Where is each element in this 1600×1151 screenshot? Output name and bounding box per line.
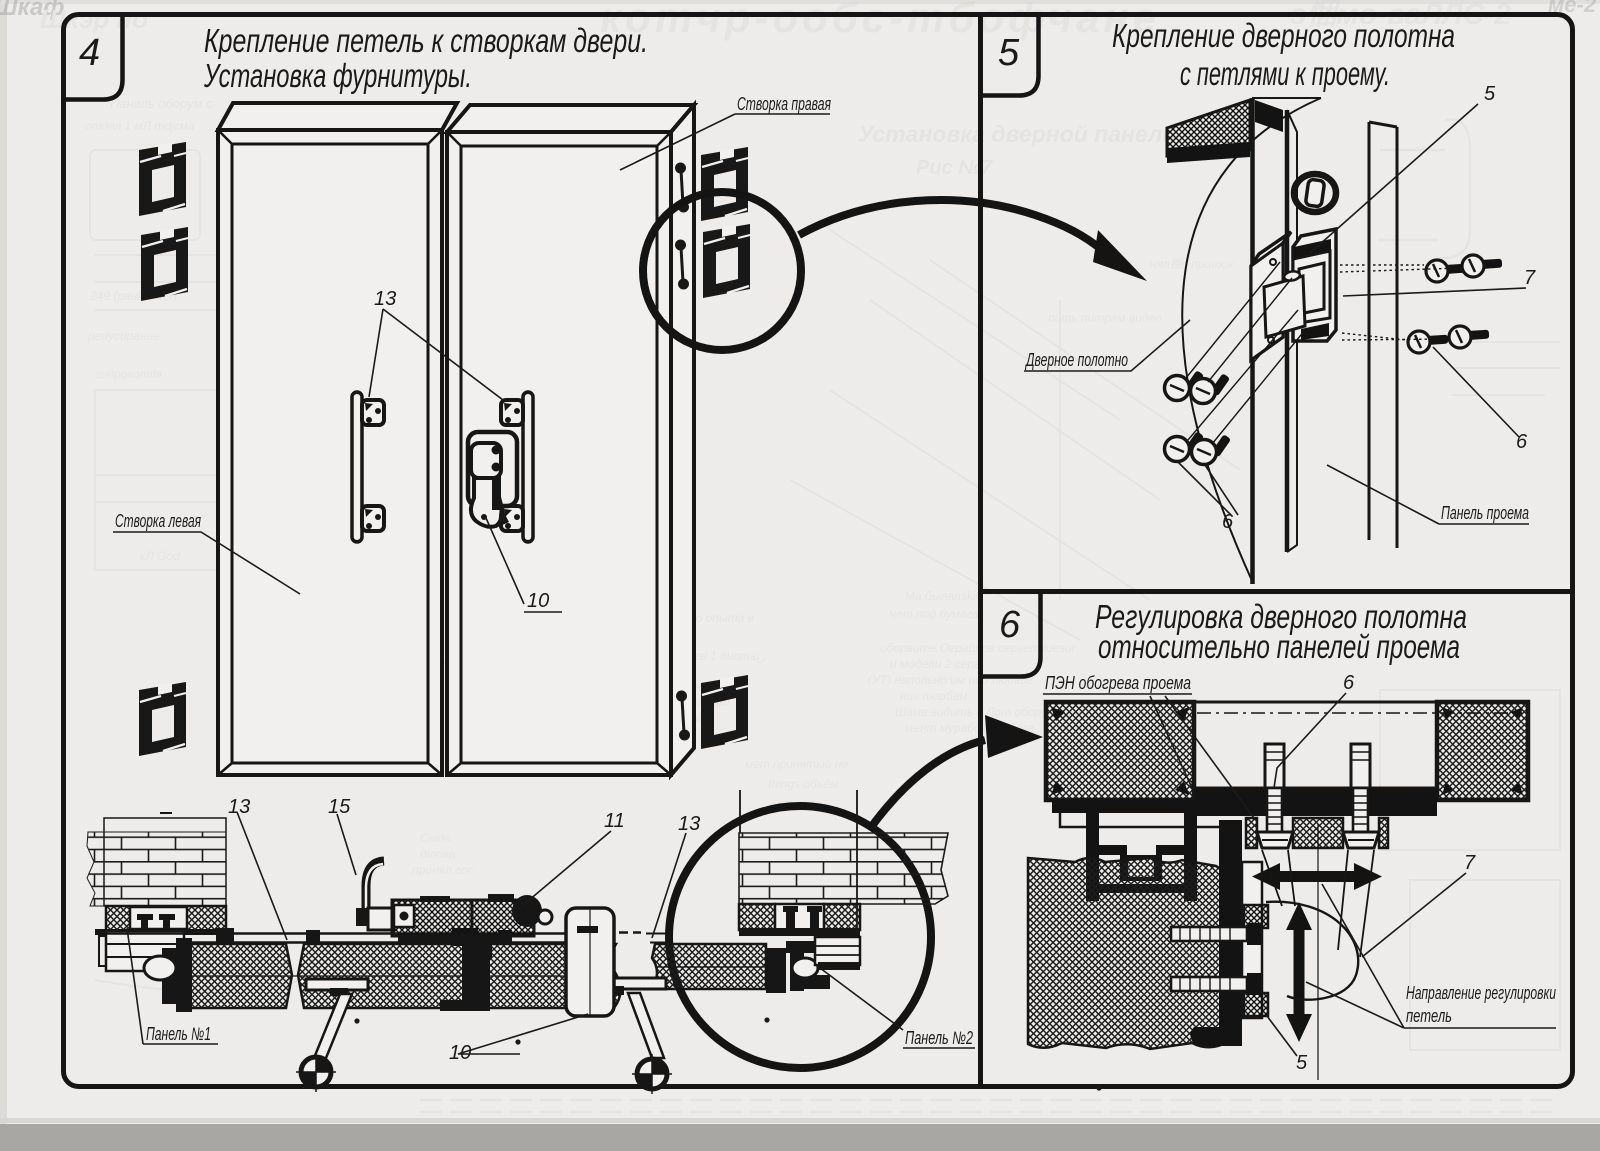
svg-text:репусиранне: репусиранне (87, 329, 160, 343)
svg-text:10: 10 (527, 590, 549, 612)
svg-text:нял棚с приток: нял棚с приток (1150, 257, 1235, 271)
svg-text:Сніда: Сніда (420, 831, 452, 845)
svg-text:Ма былanskih: Ма былanskih (905, 589, 983, 603)
svg-text:кЛ God: кЛ God (140, 549, 180, 563)
svg-text:6: 6 (999, 604, 1021, 646)
svg-text:них торбам: них торбам (900, 689, 967, 703)
svg-text:мет принятый не: мет принятый не (745, 757, 848, 771)
svg-text:13: 13 (228, 796, 250, 818)
svg-text:Крепление петель к створкам дв: Крепление петель к створкам двери. (204, 22, 648, 59)
svg-text:отдел 1 мЛ тdjсма: отдел 1 мЛ тdjсма (85, 119, 195, 133)
svg-text:7: 7 (1524, 267, 1536, 289)
svg-text:4: 4 (79, 32, 100, 74)
svg-text:относительно панелей проема: относительно панелей проема (1098, 628, 1460, 665)
svg-text:Шкэр но: Шкэр но (40, 4, 148, 34)
svg-text:11: 11 (604, 810, 625, 832)
svg-text:Панель оборум с: Панель оборум с (110, 96, 213, 111)
svg-text:Рис №7: Рис №7 (916, 157, 993, 179)
svg-text:ділова: ділова (420, 847, 456, 861)
svg-text:Шама водить в Лот оборуд мин: Шама водить в Лот оборуд мин (895, 705, 1079, 719)
svg-text:Направление регулировки: Направление регулировки (1406, 983, 1556, 1003)
svg-text:Шкаф: Шкаф (0, 0, 65, 21)
svg-text:и модели 2 серг: и модели 2 серг (890, 657, 980, 671)
svg-text:Установка фурнитуры.: Установка фурнитуры. (203, 57, 472, 94)
svg-text:13: 13 (678, 813, 700, 835)
svg-text:Установка дверной панели: Установка дверной панели (858, 121, 1176, 147)
svg-text:Регулировка дверного полотна: Регулировка дверного полотна (1095, 598, 1467, 635)
svg-text:котчр-ообс-тбофчане: котчр-ообс-тбофчане (600, 0, 1160, 41)
svg-text:things объём: things объём (768, 777, 839, 791)
svg-text:15: 15 (328, 796, 351, 818)
svg-text:5: 5 (1484, 83, 1496, 105)
svg-text:гидрокоmilя: гидрокоmilя (95, 367, 162, 381)
svg-text:чет под бумага: чет под бумага (890, 607, 979, 621)
svg-text:Панель проема: Панель проема (1441, 503, 1529, 523)
svg-text:ПЭН обогрева проема: ПЭН обогрева проема (1045, 673, 1191, 693)
svg-text:5: 5 (998, 32, 1020, 74)
svg-text:Створка правая: Створка правая (737, 94, 831, 114)
svg-text:5: 5 (1296, 1052, 1308, 1074)
svg-text:7: 7 (1464, 852, 1476, 874)
svg-text:петель: петель (1406, 1006, 1452, 1026)
svg-text:Крепление дверного полотна: Крепление дверного полотна (1112, 17, 1455, 54)
svg-text:13: 13 (374, 288, 396, 310)
svg-text:Створка левая: Створка левая (115, 511, 201, 531)
svg-text:Панель №2: Панель №2 (905, 1028, 973, 1048)
svg-text:6: 6 (1222, 511, 1234, 533)
svg-text:принял гос: принял гос (412, 863, 474, 877)
svg-text:с петлями к проему.: с петлями к проему. (1180, 55, 1390, 92)
svg-text:Панель №1: Панель №1 (146, 1024, 211, 1044)
svg-text:Дверное полотно: Дверное полотно (1025, 350, 1128, 370)
svg-text:6: 6 (1516, 431, 1528, 453)
svg-text:6: 6 (1343, 672, 1355, 694)
svg-text:пить питрам видео: пить питрам видео (1048, 311, 1162, 325)
